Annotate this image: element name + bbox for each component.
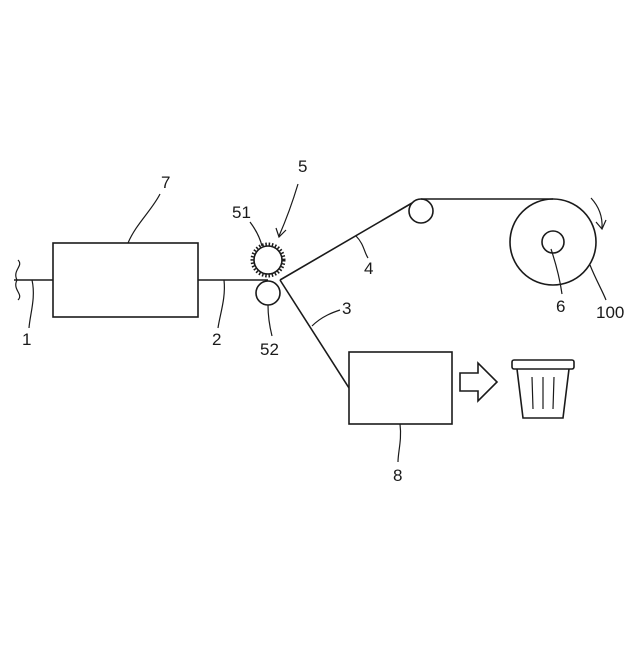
label-4: 4 bbox=[364, 259, 373, 278]
label-51: 51 bbox=[232, 203, 251, 222]
label-8: 8 bbox=[393, 466, 402, 485]
collector-box bbox=[349, 352, 452, 424]
leader-5-arrow bbox=[279, 184, 298, 236]
leader-52 bbox=[268, 305, 272, 336]
roll-core bbox=[542, 231, 564, 253]
leader-7 bbox=[128, 194, 160, 243]
take-up-roll bbox=[510, 199, 596, 285]
branch-upper-line bbox=[280, 203, 412, 280]
label-6: 6 bbox=[556, 297, 565, 316]
branch-lower-line bbox=[280, 280, 349, 388]
label-2: 2 bbox=[212, 330, 221, 349]
hollow-right-arrow bbox=[460, 363, 497, 401]
leader-51 bbox=[250, 222, 262, 246]
processing-unit-box bbox=[53, 243, 198, 317]
label-5: 5 bbox=[298, 157, 307, 176]
leader-100 bbox=[590, 265, 606, 300]
leader-1 bbox=[29, 280, 33, 328]
leader-8 bbox=[398, 424, 401, 462]
label-3: 3 bbox=[342, 299, 351, 318]
rotation-arrow-head bbox=[596, 220, 606, 229]
upper-roller bbox=[254, 246, 282, 274]
label-100: 100 bbox=[596, 303, 624, 322]
leader-4 bbox=[356, 236, 368, 258]
leader-6 bbox=[551, 249, 562, 294]
label-52: 52 bbox=[260, 340, 279, 359]
guide-roller bbox=[409, 199, 433, 223]
upper-roller-teeth bbox=[252, 244, 284, 276]
leader-3 bbox=[312, 310, 340, 326]
trash-bin-icon bbox=[512, 360, 574, 418]
label-1: 1 bbox=[22, 330, 31, 349]
label-7: 7 bbox=[161, 173, 170, 192]
lower-roller bbox=[256, 281, 280, 305]
leader-2 bbox=[218, 280, 224, 328]
